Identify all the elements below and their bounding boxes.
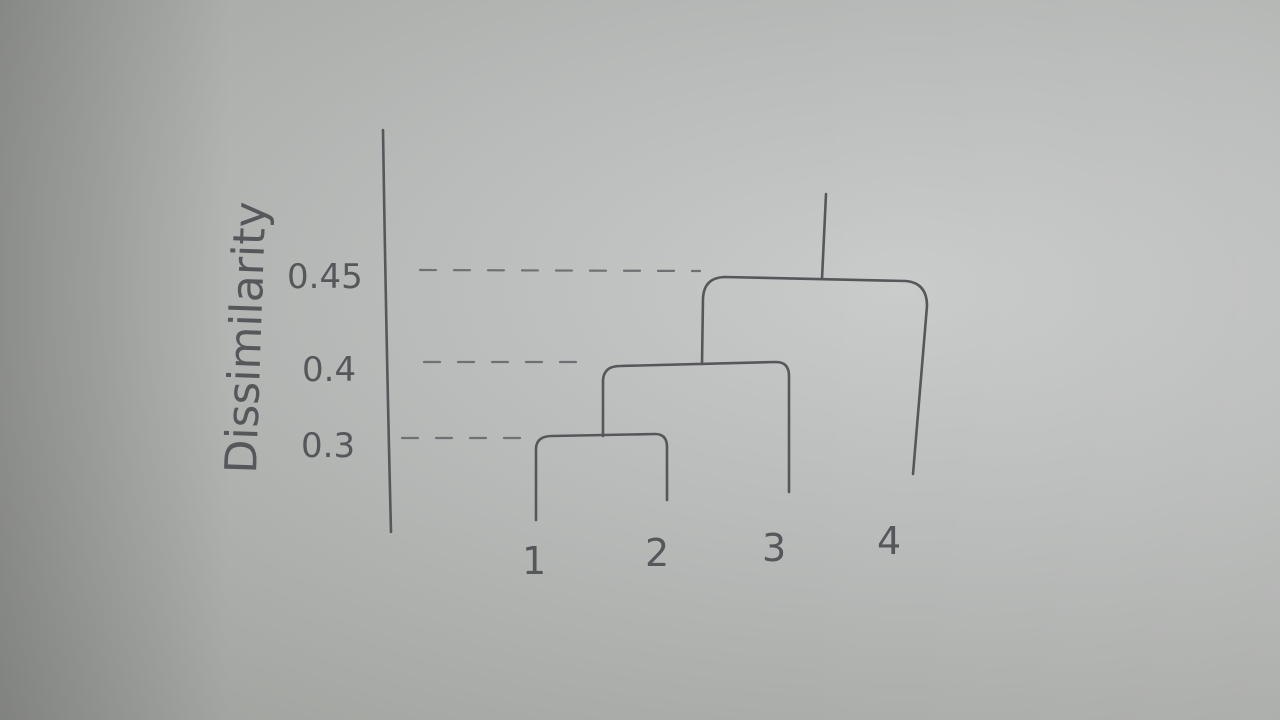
leaf-label-2: 2 [645,531,669,575]
tick-label-0-45: 0.45 [287,257,363,297]
branch-merge-123-4 [700,275,929,476]
y-axis-line [381,128,393,534]
guide-line-0-45 [418,268,702,273]
leaf-label-1: 1 [522,539,546,583]
axis-title: Dissimilarity [216,201,276,475]
leaf-label-3: 3 [762,526,786,570]
leaf-label-4: 4 [877,519,901,563]
tick-label-0-3: 0.3 [301,426,355,466]
branch-merge-1-2 [534,432,669,522]
root-stem [820,192,828,281]
tick-label-0-4: 0.4 [302,350,356,390]
branch-merge-12-3 [601,360,791,494]
